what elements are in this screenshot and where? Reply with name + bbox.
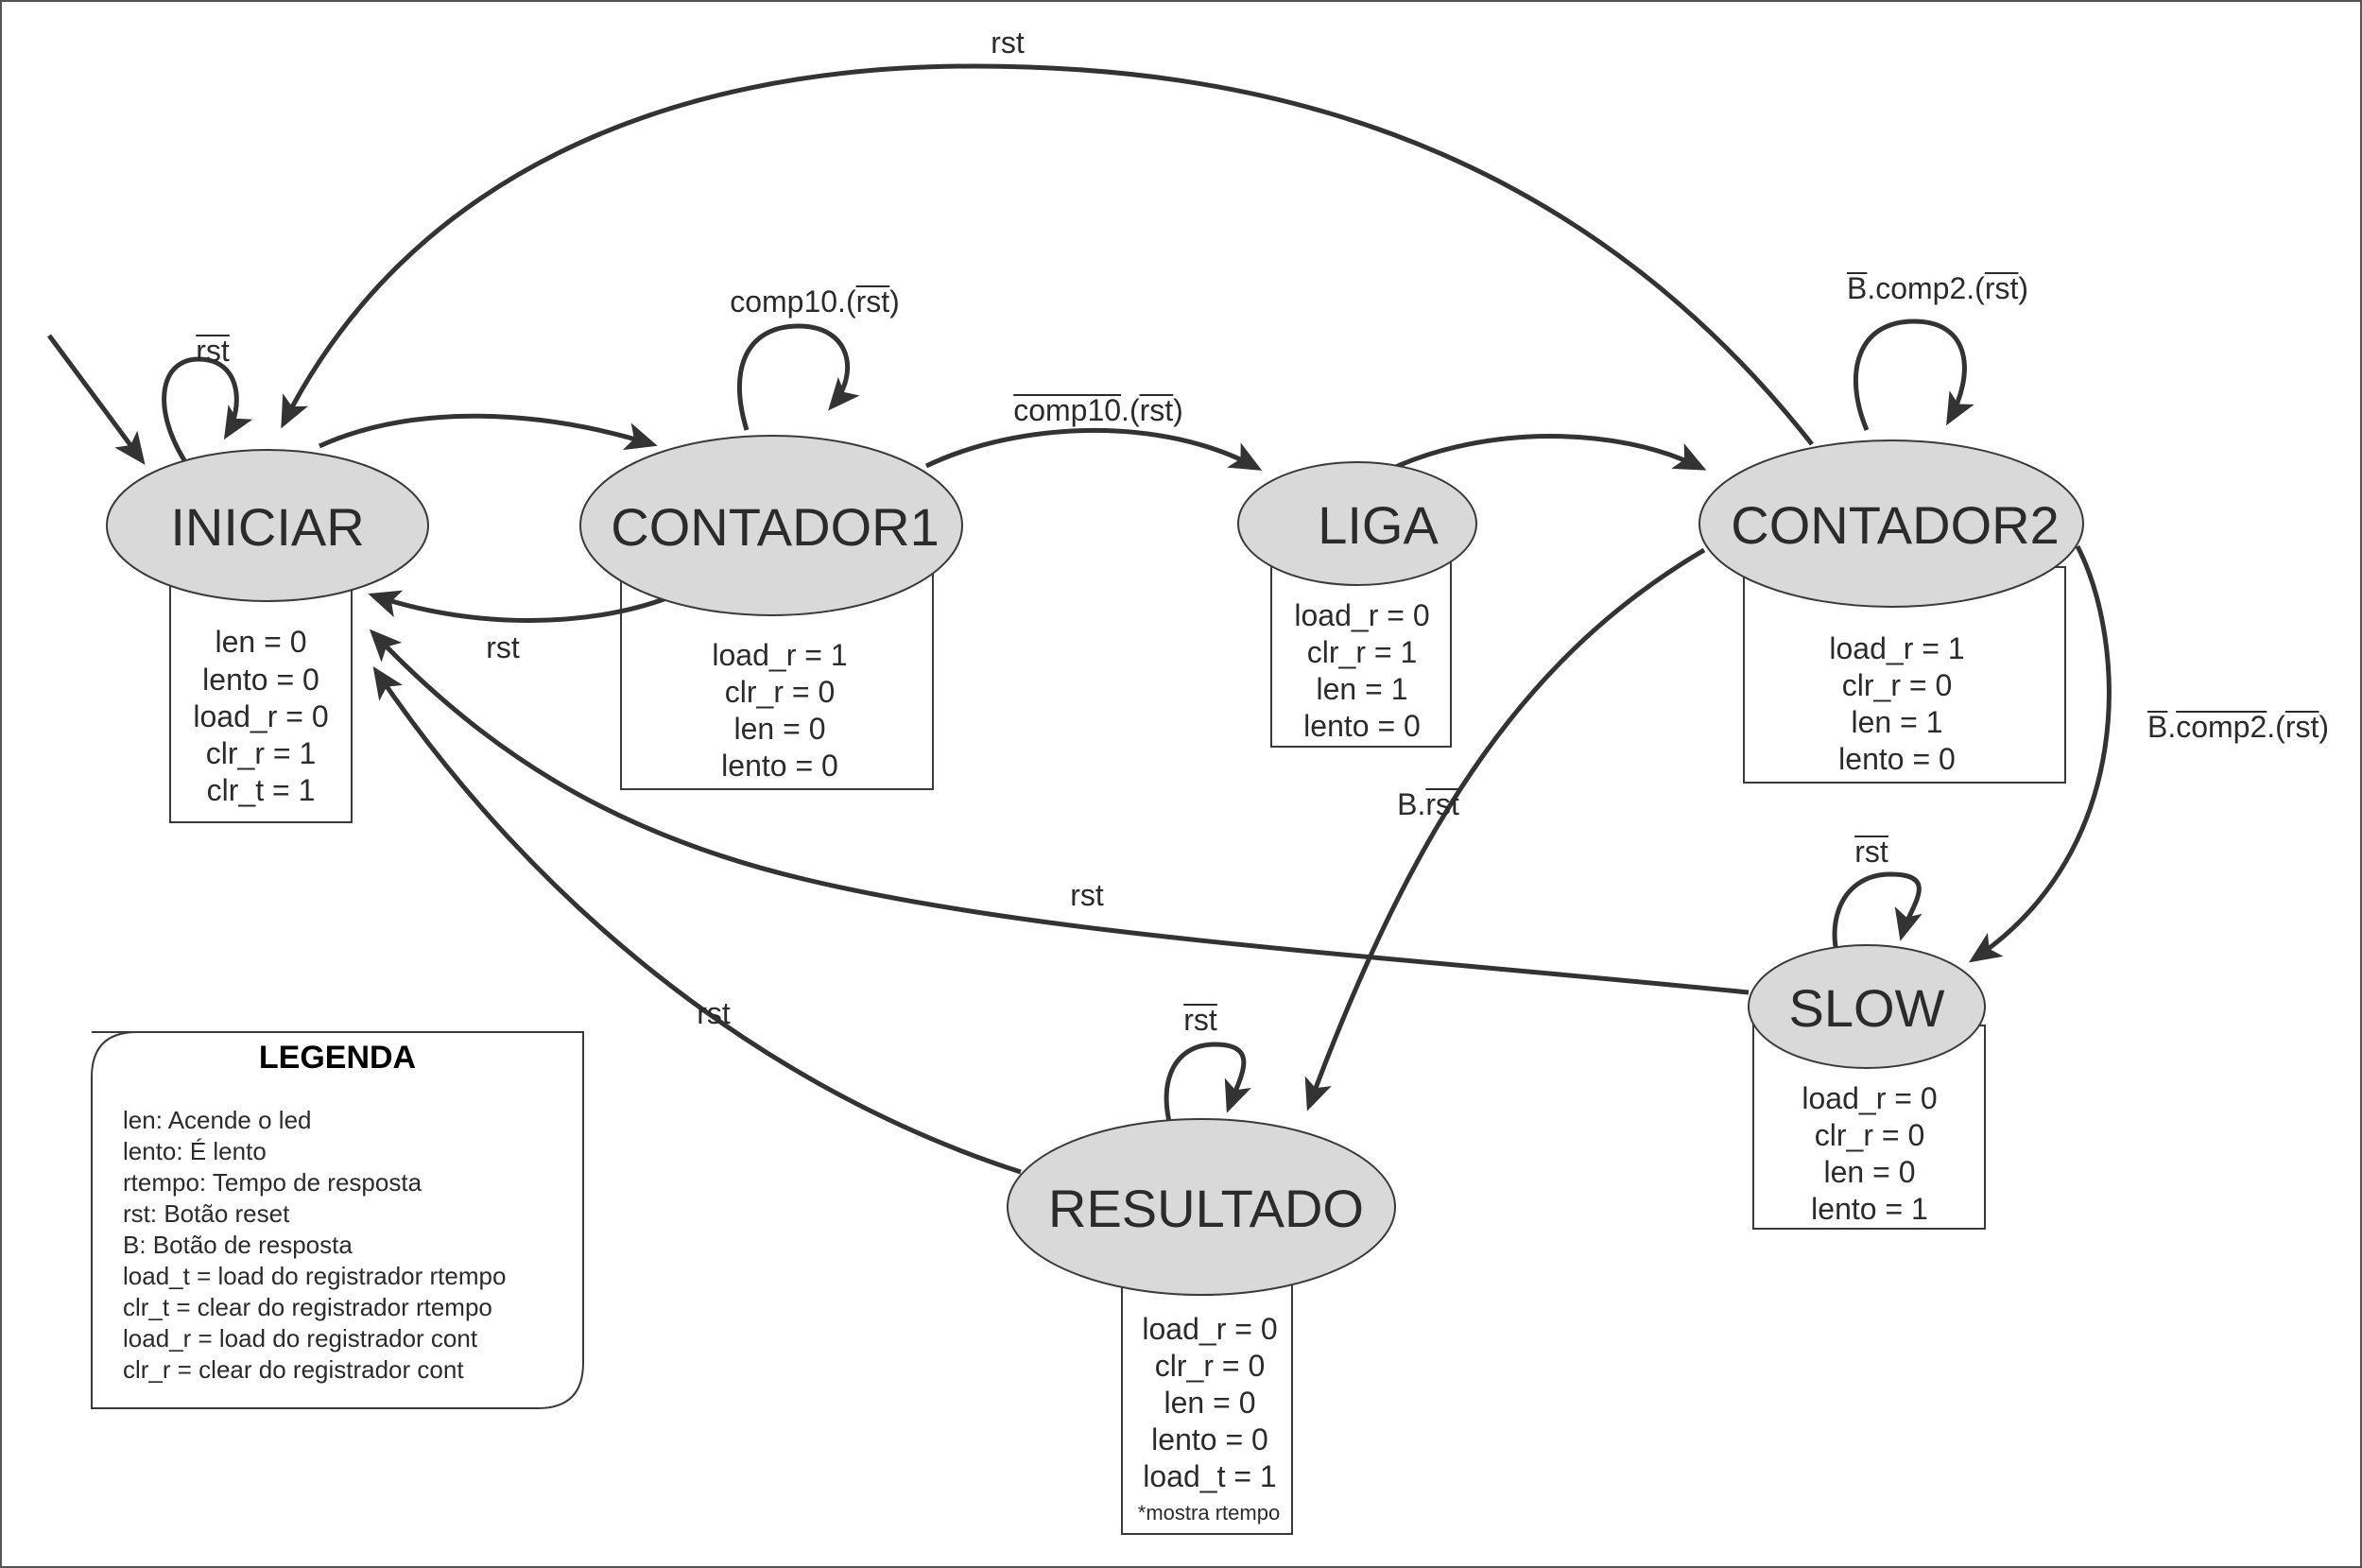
iniciar-self-loop-arrow: [162, 356, 253, 462]
contador1-to-iniciar-arrow: [368, 590, 670, 623]
liga-output-line: len = 1: [1317, 672, 1408, 706]
resultado-output-line: load_t = 1: [1143, 1459, 1276, 1493]
iniciar-output-line: len = 0: [216, 625, 307, 659]
resultado-output-line: clr_r = 0: [1155, 1349, 1265, 1383]
legend-item: lento: É lento: [123, 1137, 267, 1165]
liga-output-line: clr_r = 1: [1307, 635, 1417, 669]
iniciar-outputs: len = 0 lento = 0 load_r = 0 clr_r = 1 c…: [193, 625, 328, 807]
state-resultado: RESULTADO: [1007, 1118, 1396, 1296]
legend-box: [91, 1031, 584, 1409]
label-contador1-self: comp10.(rst): [730, 284, 900, 319]
label-contador1-to-liga: comp10.(rst): [1013, 393, 1183, 427]
contador2-self-loop-arrow: [1853, 319, 1974, 431]
state-resultado-name: RESULTADO: [1048, 1179, 1364, 1238]
state-slow: SLOW: [1748, 944, 1986, 1069]
label-slow-to-iniciar: rst: [1070, 878, 1104, 912]
legend-item: clr_t = clear do registrador rtempo: [123, 1293, 492, 1321]
resultado-outputs: load_r = 0 clr_r = 0 len = 0 lento = 0 l…: [1138, 1312, 1280, 1525]
slow-to-iniciar-arrow: [369, 629, 1750, 995]
legend-item: rtempo: Tempo de resposta: [123, 1168, 422, 1197]
slow-output-line: load_r = 0: [1802, 1081, 1937, 1115]
legend-item: load_t = load do registrador rtempo: [123, 1262, 506, 1290]
initial-transition-arrow: [46, 334, 146, 465]
label-contador1-to-iniciar: rst: [486, 630, 520, 664]
iniciar-output-line: lento = 0: [202, 663, 319, 697]
contador2-output-line: lento = 0: [1838, 742, 1956, 776]
contador2-output-line: load_r = 1: [1829, 631, 1964, 665]
contador1-outputs: load_r = 1 clr_r = 0 len = 0 lento = 0: [712, 638, 847, 783]
state-resultado-ellipse: [1007, 1118, 1396, 1296]
liga-output-line: lento = 0: [1303, 709, 1421, 743]
label-contador2-to-slow: B.comp2.(rst): [2147, 710, 2329, 744]
slow-output-line: clr_r = 0: [1815, 1118, 1924, 1152]
label-iniciar-self: rst: [196, 334, 230, 368]
iniciar-to-contador1-arrow: [318, 413, 658, 451]
contador2-output-line: clr_r = 0: [1842, 668, 1952, 702]
legend: LEGENDA len: Acende o led lento: É lento…: [91, 1031, 584, 1409]
slow-output-box: [1752, 1025, 1986, 1230]
iniciar-output-line: load_r = 0: [193, 699, 328, 733]
contador1-output-line: len = 0: [734, 712, 826, 746]
resultado-to-iniciar-arrow: [372, 666, 1022, 1175]
liga-output-line: load_r = 0: [1294, 598, 1429, 632]
state-liga-ellipse: [1237, 461, 1477, 586]
state-liga-name: LIGA: [1318, 495, 1439, 555]
resultado-output-line: load_r = 0: [1142, 1312, 1277, 1346]
state-contador1: CONTADOR1: [579, 435, 963, 616]
label-contador2-self: B.comp2.(rst): [1847, 271, 2028, 305]
state-iniciar: INICIAR: [106, 449, 429, 602]
contador2-output-line: len = 1: [1852, 705, 1943, 739]
liga-to-contador2-arrow: [1388, 434, 1707, 473]
label-resultado-self: rst: [1183, 1003, 1217, 1037]
liga-outputs: load_r = 0 clr_r = 1 len = 1 lento = 0: [1294, 598, 1429, 743]
legend-item: rst: Botão reset: [123, 1199, 290, 1228]
contador1-output-line: lento = 0: [721, 749, 838, 783]
label-resultado-to-iniciar: rst: [697, 996, 731, 1030]
slow-self-loop-arrow: [1832, 871, 1922, 985]
slow-outputs: load_r = 0 clr_r = 0 len = 0 lento = 1: [1802, 1081, 1937, 1226]
contador2-to-iniciar-arrow: [281, 63, 1814, 446]
resultado-output-box: [1121, 1280, 1293, 1535]
legend-item: load_r = load do registrador cont: [123, 1324, 478, 1353]
slow-output-line: len = 0: [1824, 1155, 1916, 1189]
state-iniciar-name: INICIAR: [170, 497, 364, 557]
label-slow-self: rst: [1854, 835, 1888, 869]
legend-item: clr_r = clear do registrador cont: [123, 1355, 464, 1384]
resultado-output-line: len = 0: [1164, 1386, 1256, 1420]
legend-item: B: Botão de resposta: [123, 1231, 353, 1259]
contador2-outputs: load_r = 1 clr_r = 0 len = 1 lento = 0: [1829, 631, 1964, 776]
contador2-to-slow-arrow: [1969, 544, 2112, 963]
state-iniciar-ellipse: [106, 449, 429, 602]
state-contador2-name: CONTADOR2: [1731, 495, 2059, 555]
state-contador1-name: CONTADOR1: [611, 497, 939, 557]
iniciar-output-line: clr_t = 1: [207, 773, 316, 807]
contador2-to-resultado-arrow: [1304, 547, 1706, 1111]
legend-item: len: Acende o led: [123, 1106, 312, 1134]
state-contador2-ellipse: [1698, 439, 2084, 608]
contador1-output-line: load_r = 1: [712, 638, 847, 672]
contador1-to-liga-arrow: [924, 427, 1263, 471]
label-contador2-to-iniciar: rst: [991, 26, 1025, 60]
edges: [46, 63, 2112, 1175]
legend-title: LEGENDA: [259, 1040, 416, 1076]
contador1-self-loop-arrow: [737, 323, 860, 431]
label-contador2-to-resultado: B.rst: [1397, 787, 1459, 821]
resultado-self-loop-arrow: [1164, 1042, 1251, 1146]
slow-output-line: lento = 1: [1811, 1192, 1928, 1226]
state-contador2: CONTADOR2: [1698, 439, 2084, 608]
state-slow-name: SLOW: [1789, 978, 1945, 1038]
resultado-note: *mostra rtempo: [1138, 1501, 1280, 1525]
state-slow-ellipse: [1748, 944, 1986, 1069]
state-contador1-ellipse: [579, 435, 963, 616]
iniciar-output-line: clr_r = 1: [206, 736, 316, 770]
state-liga: LIGA: [1237, 461, 1477, 586]
contador1-output-line: clr_r = 0: [725, 675, 835, 709]
resultado-output-line: lento = 0: [1151, 1422, 1268, 1456]
